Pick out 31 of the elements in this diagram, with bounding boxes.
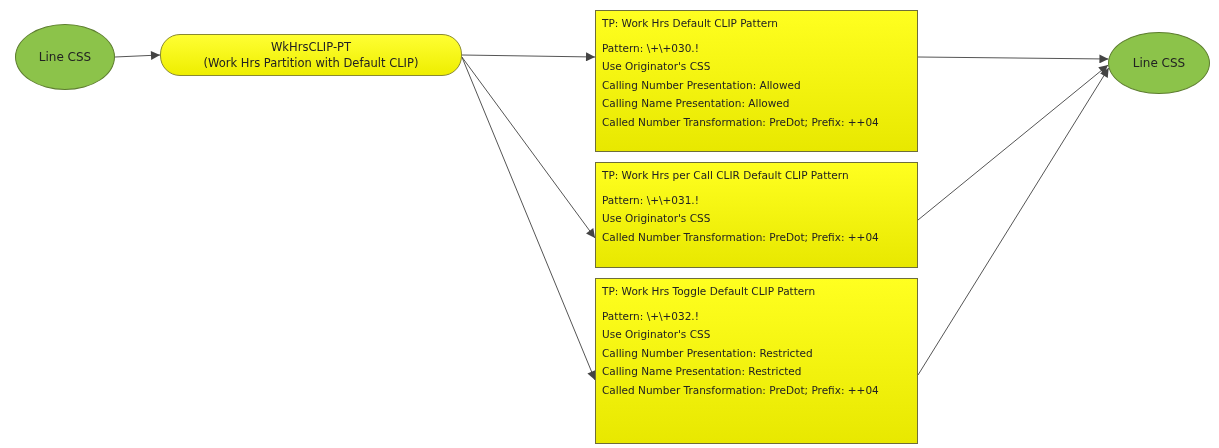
node-text: Calling Name Presentation: Restricted <box>602 364 803 379</box>
node-text: Calling Number Presentation: Restricted <box>602 345 814 361</box>
node-title: Line CSS <box>1132 56 1186 70</box>
node-text: Called Number Transformation: PreDot; Prefix: ++04 <box>602 229 880 245</box>
node-text: Use Originator's CSS <box>602 327 712 342</box>
arrow <box>461 56 596 239</box>
node-text: Use Originator's CSS <box>602 211 712 226</box>
node-text: Calling Name Presentation: Allowed <box>602 96 791 111</box>
node-text: Calling Number Presentation: Allowed <box>602 77 802 93</box>
node-title: WkHrsCLIP-PT <box>271 39 351 55</box>
pattern-box <box>595 278 918 444</box>
node-text: Use Originator's CSS <box>602 59 712 74</box>
rounded-process-box <box>160 34 462 76</box>
arrow <box>461 56 596 381</box>
node-title: TP: Work Hrs Toggle Default CLIP Pattern <box>602 284 817 299</box>
node-text: Called Number Transformation: PreDot; Prefix: ++04 <box>602 114 880 130</box>
node-text: Pattern: \+\+031.! <box>602 192 700 208</box>
arrow <box>917 67 1110 376</box>
node-text: Pattern: \+\+032.! <box>602 308 700 324</box>
node-title: Line CSS <box>38 50 92 64</box>
arrow <box>114 50 161 60</box>
arrow <box>917 64 1109 221</box>
node-text: Called Number Transformation: PreDot; Prefix: ++04 <box>602 382 880 398</box>
node-title: TP: Work Hrs per Call CLIR Default CLIP Pattern <box>602 168 850 183</box>
pattern-box <box>595 10 918 152</box>
arrow <box>917 54 1109 64</box>
node-text: (Work Hrs Partition with Default CLIP) <box>203 55 419 71</box>
pattern-box <box>595 162 918 268</box>
node-title: TP: Work Hrs Default CLIP Pattern <box>602 16 779 31</box>
node-text: Pattern: \+\+030.! <box>602 40 700 56</box>
arrow <box>461 52 596 62</box>
